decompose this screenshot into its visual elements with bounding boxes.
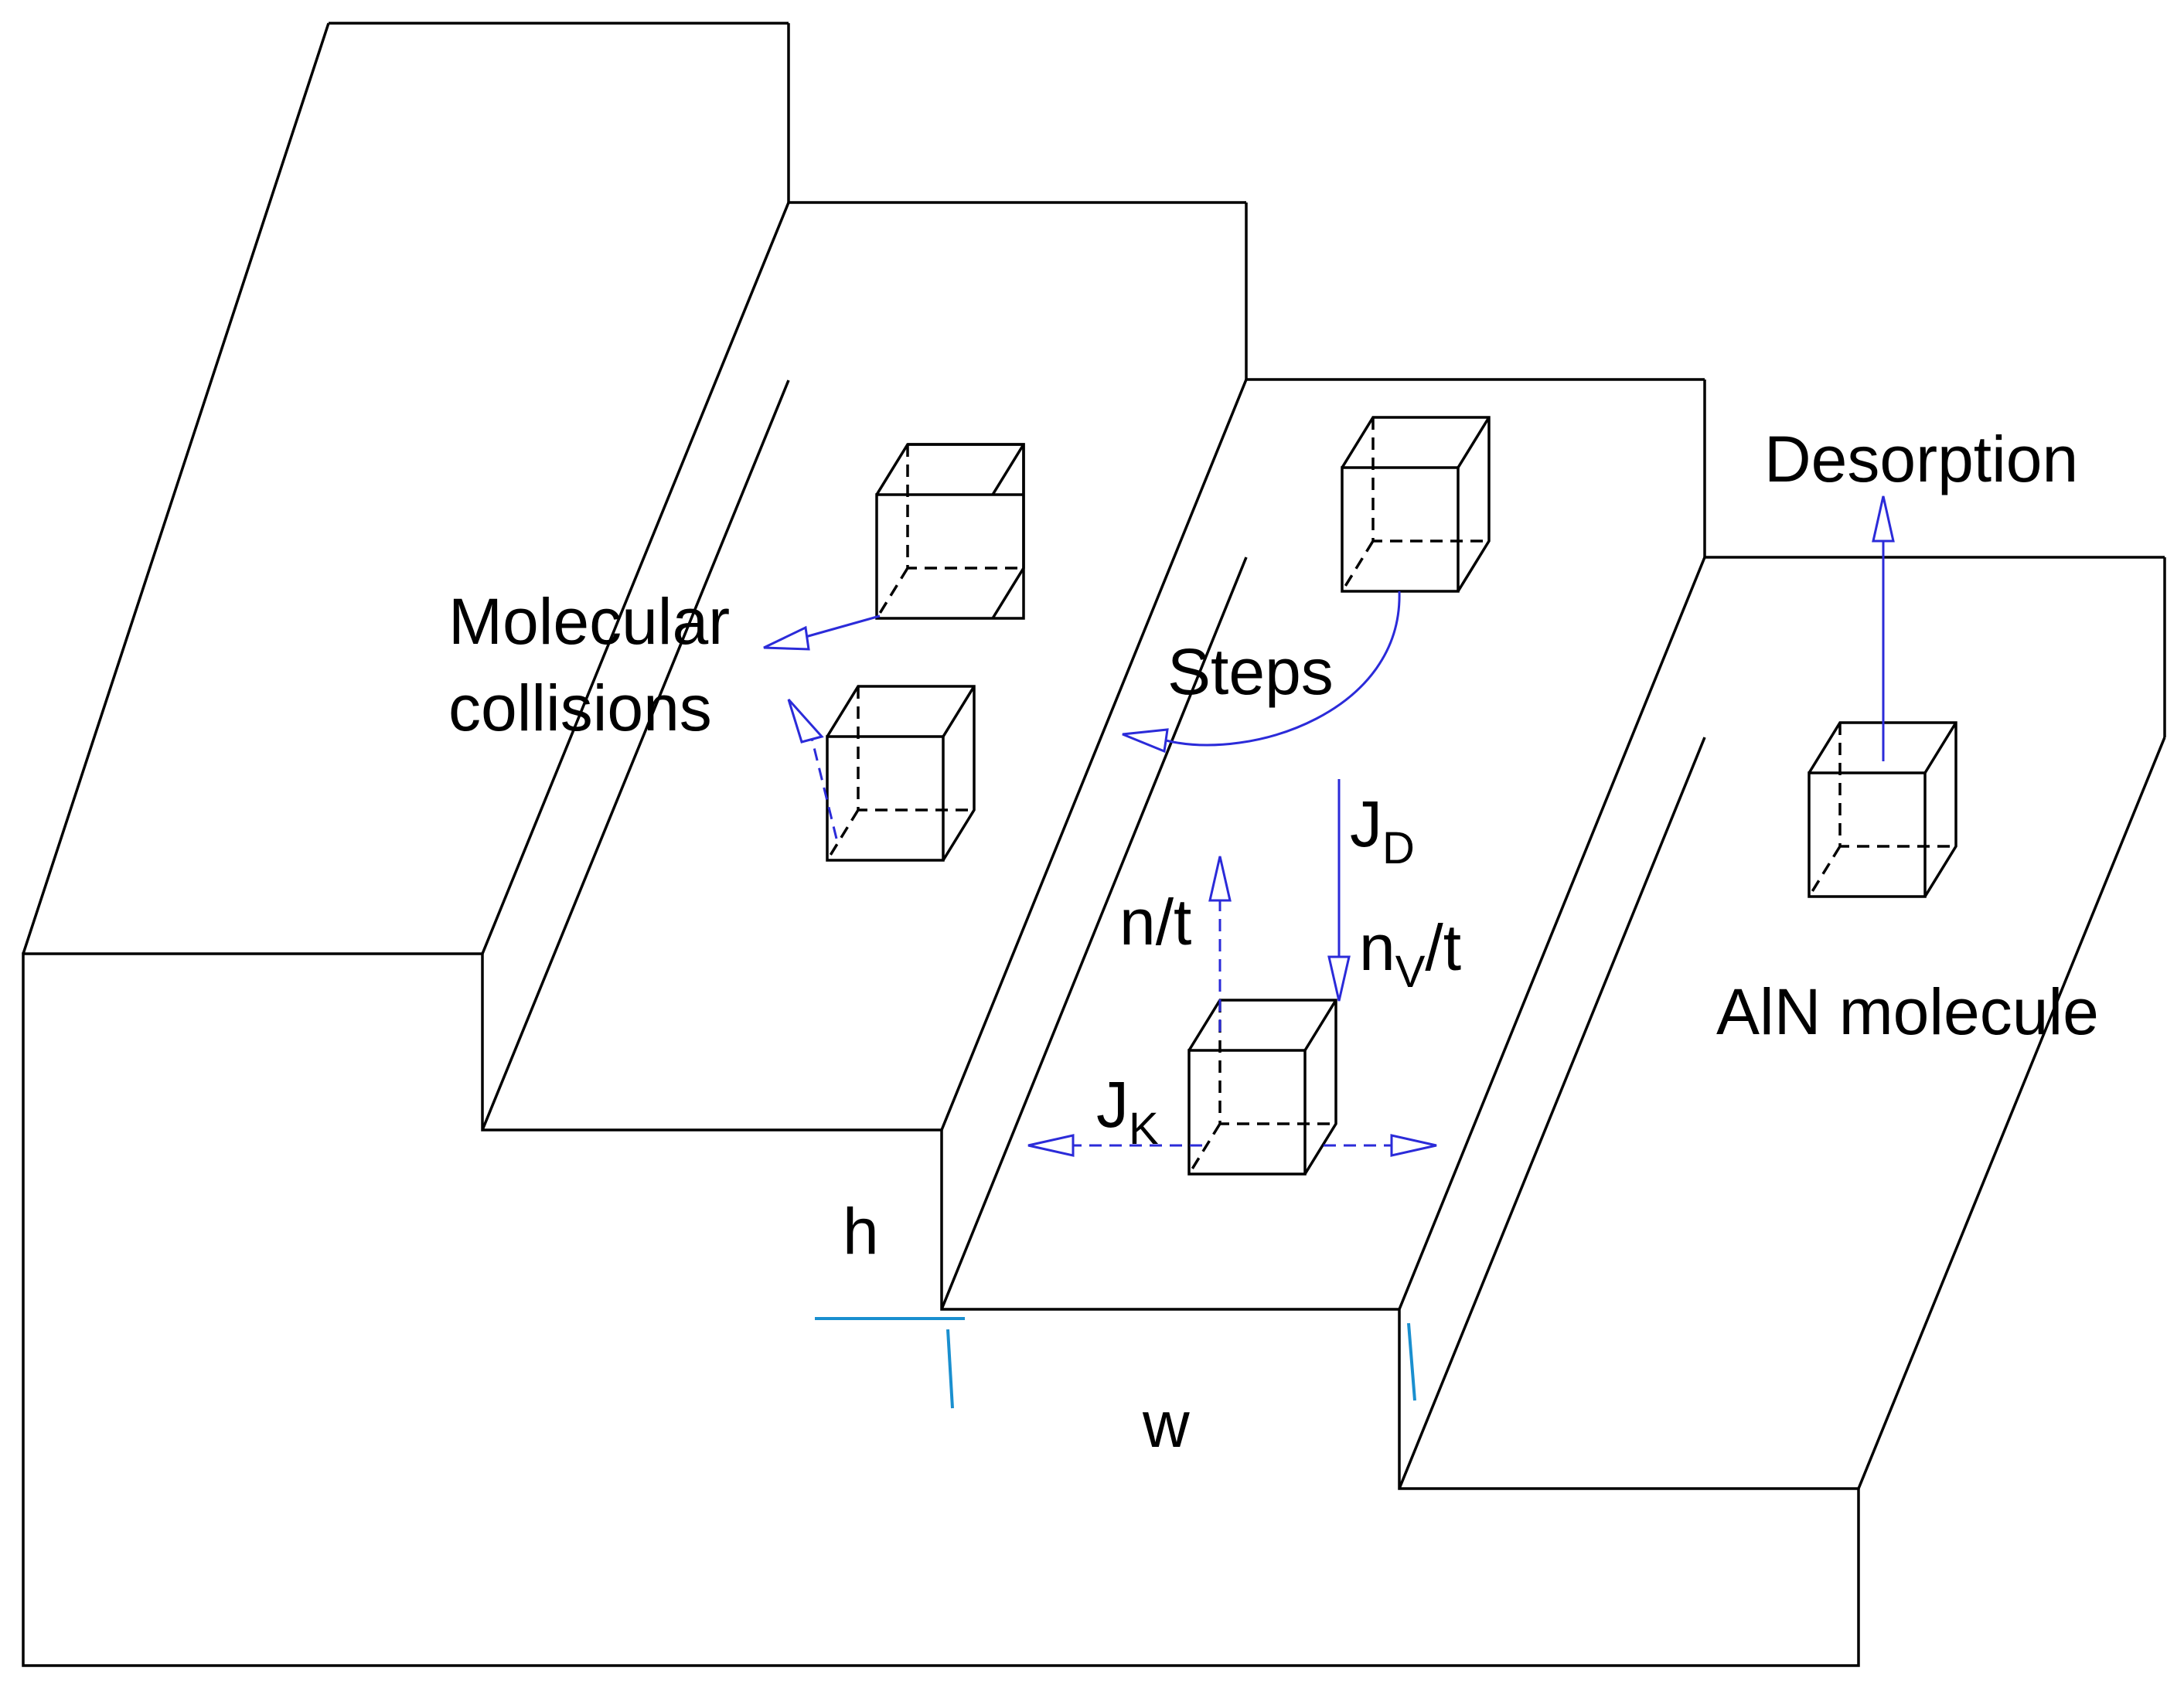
molecule-cube	[826, 685, 976, 862]
jd-label: JD	[1350, 788, 1415, 873]
jk-label: JK	[1096, 1068, 1159, 1154]
desorption-label: Desorption	[1764, 423, 2078, 495]
tread-edge	[1857, 737, 2166, 1489]
molecule-cube	[1808, 721, 1957, 898]
desorption-arrow	[1872, 495, 1895, 761]
w-right-tick	[1407, 1322, 1416, 1401]
molecular-collisions-label-line1: Molecular	[448, 585, 730, 658]
staircase	[22, 22, 2166, 1667]
molecule-cube	[875, 443, 1025, 620]
h-label: h	[843, 1195, 879, 1268]
aln-molecule-label: AlN molecule	[1716, 975, 2099, 1048]
tread-edge	[22, 22, 330, 955]
molecule-cube	[1187, 999, 1337, 1176]
steps-label: Steps	[1167, 635, 1334, 708]
tread-edge	[481, 202, 790, 955]
molecular-collisions-label-line2: collisions	[448, 672, 712, 744]
collision-arrow	[787, 698, 838, 839]
riser-edge	[940, 556, 1248, 1310]
steps-arrow	[1122, 590, 1401, 754]
nv-over-t-label: nV/t	[1359, 911, 1461, 997]
dimension-markers	[815, 1317, 1416, 1409]
w-left-tick	[946, 1329, 954, 1409]
molecule-cube	[1341, 416, 1491, 593]
n-over-t-label: n/t	[1119, 886, 1191, 958]
staircase-front-face	[22, 952, 1860, 1667]
w-label: w	[1142, 1388, 1190, 1461]
riser-edge	[1398, 737, 1706, 1489]
tread-edge	[940, 379, 1248, 1131]
tread-edge	[1398, 556, 1706, 1310]
collision-arrow	[763, 614, 881, 651]
jk-arrow	[1027, 1134, 1437, 1157]
jd-arrow	[1327, 779, 1351, 1002]
n-over-t-arrow	[1208, 856, 1232, 1032]
riser-edge	[481, 379, 790, 1131]
